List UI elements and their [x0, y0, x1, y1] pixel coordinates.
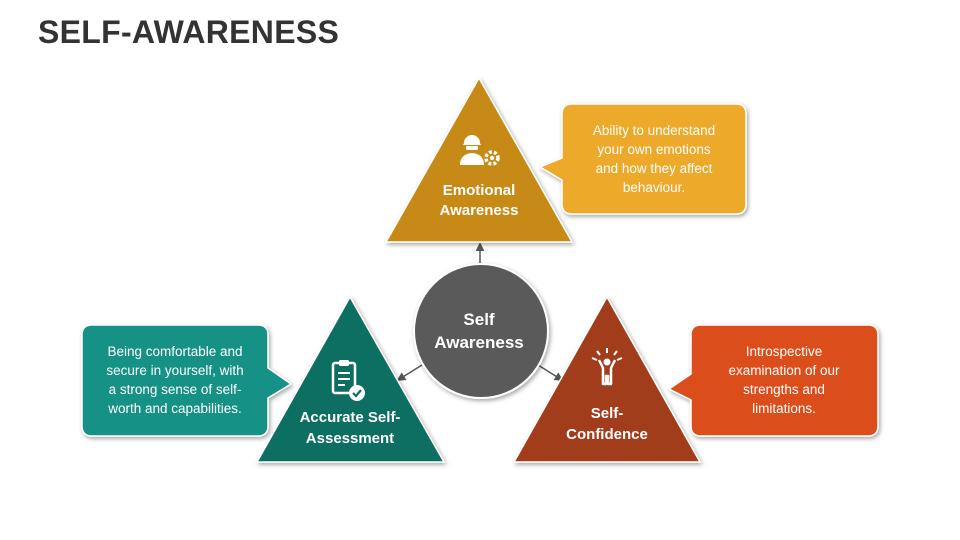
assessment-description-bubble: Being comfortable and secure in yourself… [81, 324, 293, 437]
assessment-desc-line2: secure in yourself, with [106, 363, 243, 378]
assessment-desc-line3: a strong sense of self- [109, 382, 242, 397]
self-confidence-node: Self- Confidence [512, 295, 702, 463]
assessment-label-line1: Accurate Self- [300, 409, 401, 426]
worker-gear-icon [460, 135, 500, 166]
emotional-desc-line1: Ability to understand [593, 123, 715, 138]
confidence-description-bubble: Introspective examination of our strengt… [667, 324, 879, 437]
arrow-to-confidence [537, 364, 564, 381]
confidence-label-line2: Confidence [566, 426, 648, 443]
center-label-line1: Self [463, 310, 495, 329]
emotional-bubble-shape [538, 103, 747, 215]
center-label-line2: Awareness [434, 333, 523, 352]
center-circle [413, 263, 549, 399]
confidence-desc-line3: strengths and [743, 382, 825, 397]
confidence-label-line1: Self- [591, 405, 624, 422]
confident-person-icon [591, 348, 623, 386]
clipboard-check-icon [331, 360, 365, 401]
emotional-label-line2: Awareness [440, 202, 519, 219]
emotional-desc-line2: your own emotions [597, 142, 711, 157]
emotional-label-line1: Emotional [443, 182, 516, 199]
confidence-bubble-shape [667, 324, 879, 437]
emotional-desc-line3: and how they affect [596, 161, 713, 176]
assessment-desc-line4: worth and capabilities. [107, 401, 242, 416]
assessment-triangle [255, 295, 446, 463]
emotional-description-bubble: Ability to understand your own emotions … [538, 103, 747, 215]
self-awareness-center: Self Awareness [413, 263, 549, 399]
confidence-desc-line2: examination of our [728, 363, 840, 378]
assessment-desc-line1: Being comfortable and [107, 344, 242, 359]
emotional-desc-line4: behaviour. [623, 180, 685, 195]
emotional-awareness-node: Emotional Awareness [384, 76, 574, 243]
page-title: SELF-AWARENESS [38, 14, 340, 50]
assessment-label-line2: Assessment [306, 430, 394, 447]
assessment-bubble-shape [81, 324, 293, 437]
accurate-self-assessment-node: Accurate Self- Assessment [255, 295, 446, 463]
confidence-desc-line4: limitations. [752, 401, 816, 416]
confidence-desc-line1: Introspective [746, 344, 823, 359]
arrow-to-assessment [396, 364, 423, 381]
